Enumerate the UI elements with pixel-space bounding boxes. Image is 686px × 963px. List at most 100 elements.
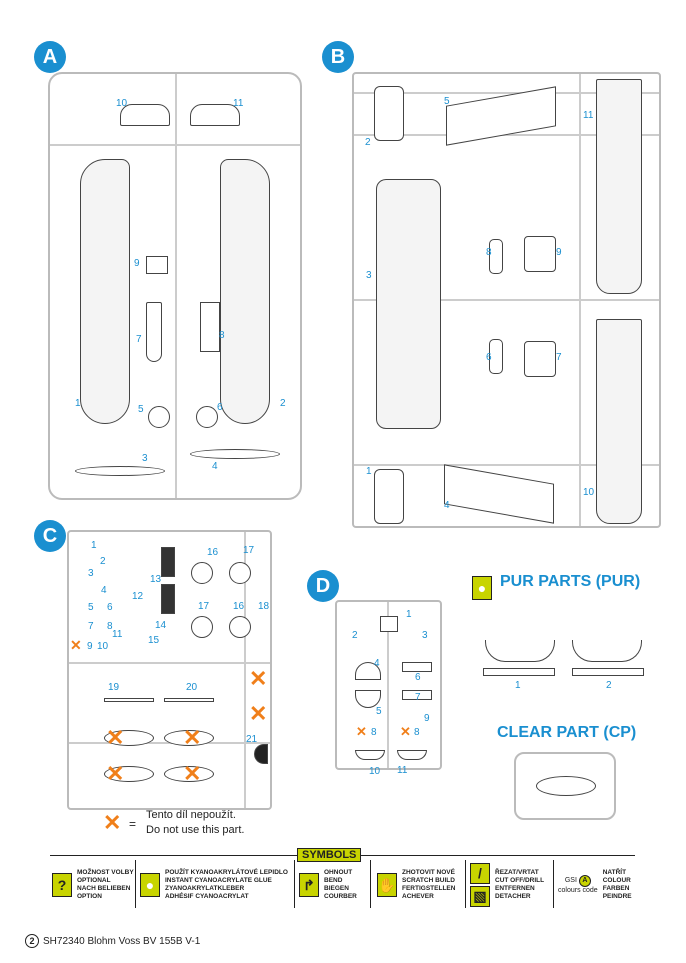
- part-number: 1: [75, 398, 81, 409]
- part-number: 2: [365, 137, 371, 148]
- part-number: 6: [486, 352, 492, 363]
- sprue-rail: [354, 464, 659, 466]
- symbol-text: OPTION: [77, 892, 102, 900]
- do-not-use-mark: ✕: [400, 724, 411, 739]
- symbol-text: ŘEZAT/VRTAT: [495, 868, 539, 876]
- part-number: 17: [243, 545, 255, 556]
- part-number: 5: [444, 96, 450, 107]
- part-a10: [120, 104, 170, 126]
- hand-icon: ✋: [377, 872, 397, 897]
- part-number: 8: [371, 727, 377, 738]
- symbol-text: ZHOTOVIT NOVÉ: [402, 868, 455, 876]
- part-c13-gear-door: [161, 547, 175, 577]
- cut-icon: /: [470, 862, 490, 884]
- symbol-text: ADHÉSIF CYANOACRYLAT: [165, 892, 249, 900]
- part-number: 1: [91, 540, 97, 551]
- part-number: 6: [415, 672, 421, 683]
- part-number: 9: [556, 247, 562, 258]
- part-number: 3: [422, 630, 428, 641]
- part-a2-fuselage: [220, 159, 270, 424]
- sprue-rail: [69, 662, 270, 664]
- clear-part-title: CLEAR PART (CP): [497, 724, 637, 741]
- part-d4: [355, 662, 381, 680]
- part-number: 7: [88, 621, 94, 632]
- part-d6: [402, 662, 432, 672]
- part-number: 4: [444, 500, 450, 511]
- part-b6: [489, 339, 503, 374]
- part-d1: [380, 616, 398, 632]
- pur-part-2-base: [572, 668, 644, 676]
- drill-icon: ▧: [470, 885, 490, 907]
- glue-drop-icon: ●: [472, 576, 492, 600]
- part-number: 7: [136, 334, 142, 345]
- part-number: 18: [258, 601, 270, 612]
- part-a6: [196, 406, 218, 428]
- part-b3-nacelle: [376, 179, 441, 429]
- bend-icon: ↱: [299, 872, 319, 897]
- sprue-rail: [354, 299, 659, 301]
- part-a4-propeller: [190, 449, 280, 459]
- part-d10: [355, 750, 385, 760]
- part-number: 2: [280, 398, 286, 409]
- part-number: 4: [101, 585, 107, 596]
- page-number: 2: [25, 934, 39, 948]
- symbol-text: FARBEN: [602, 884, 630, 892]
- symbol-text: COLOUR: [602, 876, 631, 884]
- symbol-text: NATŘÍT: [602, 868, 627, 876]
- sprue-d-badge: D: [307, 570, 339, 602]
- part-number: 19: [108, 682, 120, 693]
- symbol-text: MOŽNOST VOLBY: [77, 868, 134, 876]
- part-b8: [489, 239, 503, 274]
- symbol-text: POUŽÍT KYANOAKRYLÁTOVÉ LEPIDLO: [165, 868, 288, 876]
- do-not-use-mark: ✕: [106, 725, 125, 750]
- part-number: 6: [217, 402, 223, 413]
- do-not-use-mark: ✕: [183, 725, 202, 750]
- part-c17-wheel: [229, 562, 251, 584]
- symbol-text: SCRATCH BUILD: [402, 876, 455, 884]
- symbol-text: BIEGEN: [324, 884, 349, 892]
- do-not-use-legend-icon: ✕: [103, 810, 122, 835]
- sprue-a-badge: A: [34, 41, 66, 73]
- part-number: 1: [366, 466, 372, 477]
- part-number: 8: [107, 621, 113, 632]
- do-not-use-mark: ✕: [70, 637, 82, 653]
- part-b9: [524, 236, 556, 272]
- sprue-c-badge: C: [34, 520, 66, 552]
- part-c-drop-3: [104, 766, 154, 782]
- part-number: 6: [107, 602, 113, 613]
- part-number: 21: [246, 734, 258, 745]
- sprue-rail: [579, 74, 581, 526]
- part-b5-wing: [446, 86, 556, 146]
- part-number: 1: [515, 680, 521, 691]
- part-number: 10: [97, 641, 109, 652]
- part-number: 4: [374, 658, 380, 669]
- part-number: 5: [138, 404, 144, 415]
- glue-drop-icon: ●: [140, 872, 160, 897]
- part-b11-wing: [596, 79, 642, 294]
- part-c16b-wheel: [229, 616, 251, 638]
- sprue-d-frame: [335, 600, 442, 770]
- part-c14-gear-door: [161, 584, 175, 614]
- sprue-b-badge: B: [322, 41, 354, 73]
- symbol-text: ACHEVER: [402, 892, 434, 900]
- symbol-text: COURBER: [324, 892, 357, 900]
- pur-parts-title: PUR PARTS (PUR): [500, 573, 641, 590]
- part-number: 10: [369, 766, 381, 777]
- legend-equals: =: [129, 817, 137, 831]
- part-a9: [146, 256, 168, 274]
- do-not-use-mark: ✕: [249, 701, 268, 726]
- part-c19: [104, 698, 154, 702]
- part-a3-propeller: [75, 466, 165, 476]
- part-b4-wing: [444, 464, 554, 524]
- part-b1: [374, 469, 404, 524]
- clear-part-frame: [514, 752, 616, 820]
- part-c17b-wheel: [191, 616, 213, 638]
- symbol-text: OPTIONAL: [77, 876, 111, 884]
- part-number: 20: [186, 682, 198, 693]
- part-c-drop-2: [164, 730, 214, 746]
- part-number: 3: [142, 453, 148, 464]
